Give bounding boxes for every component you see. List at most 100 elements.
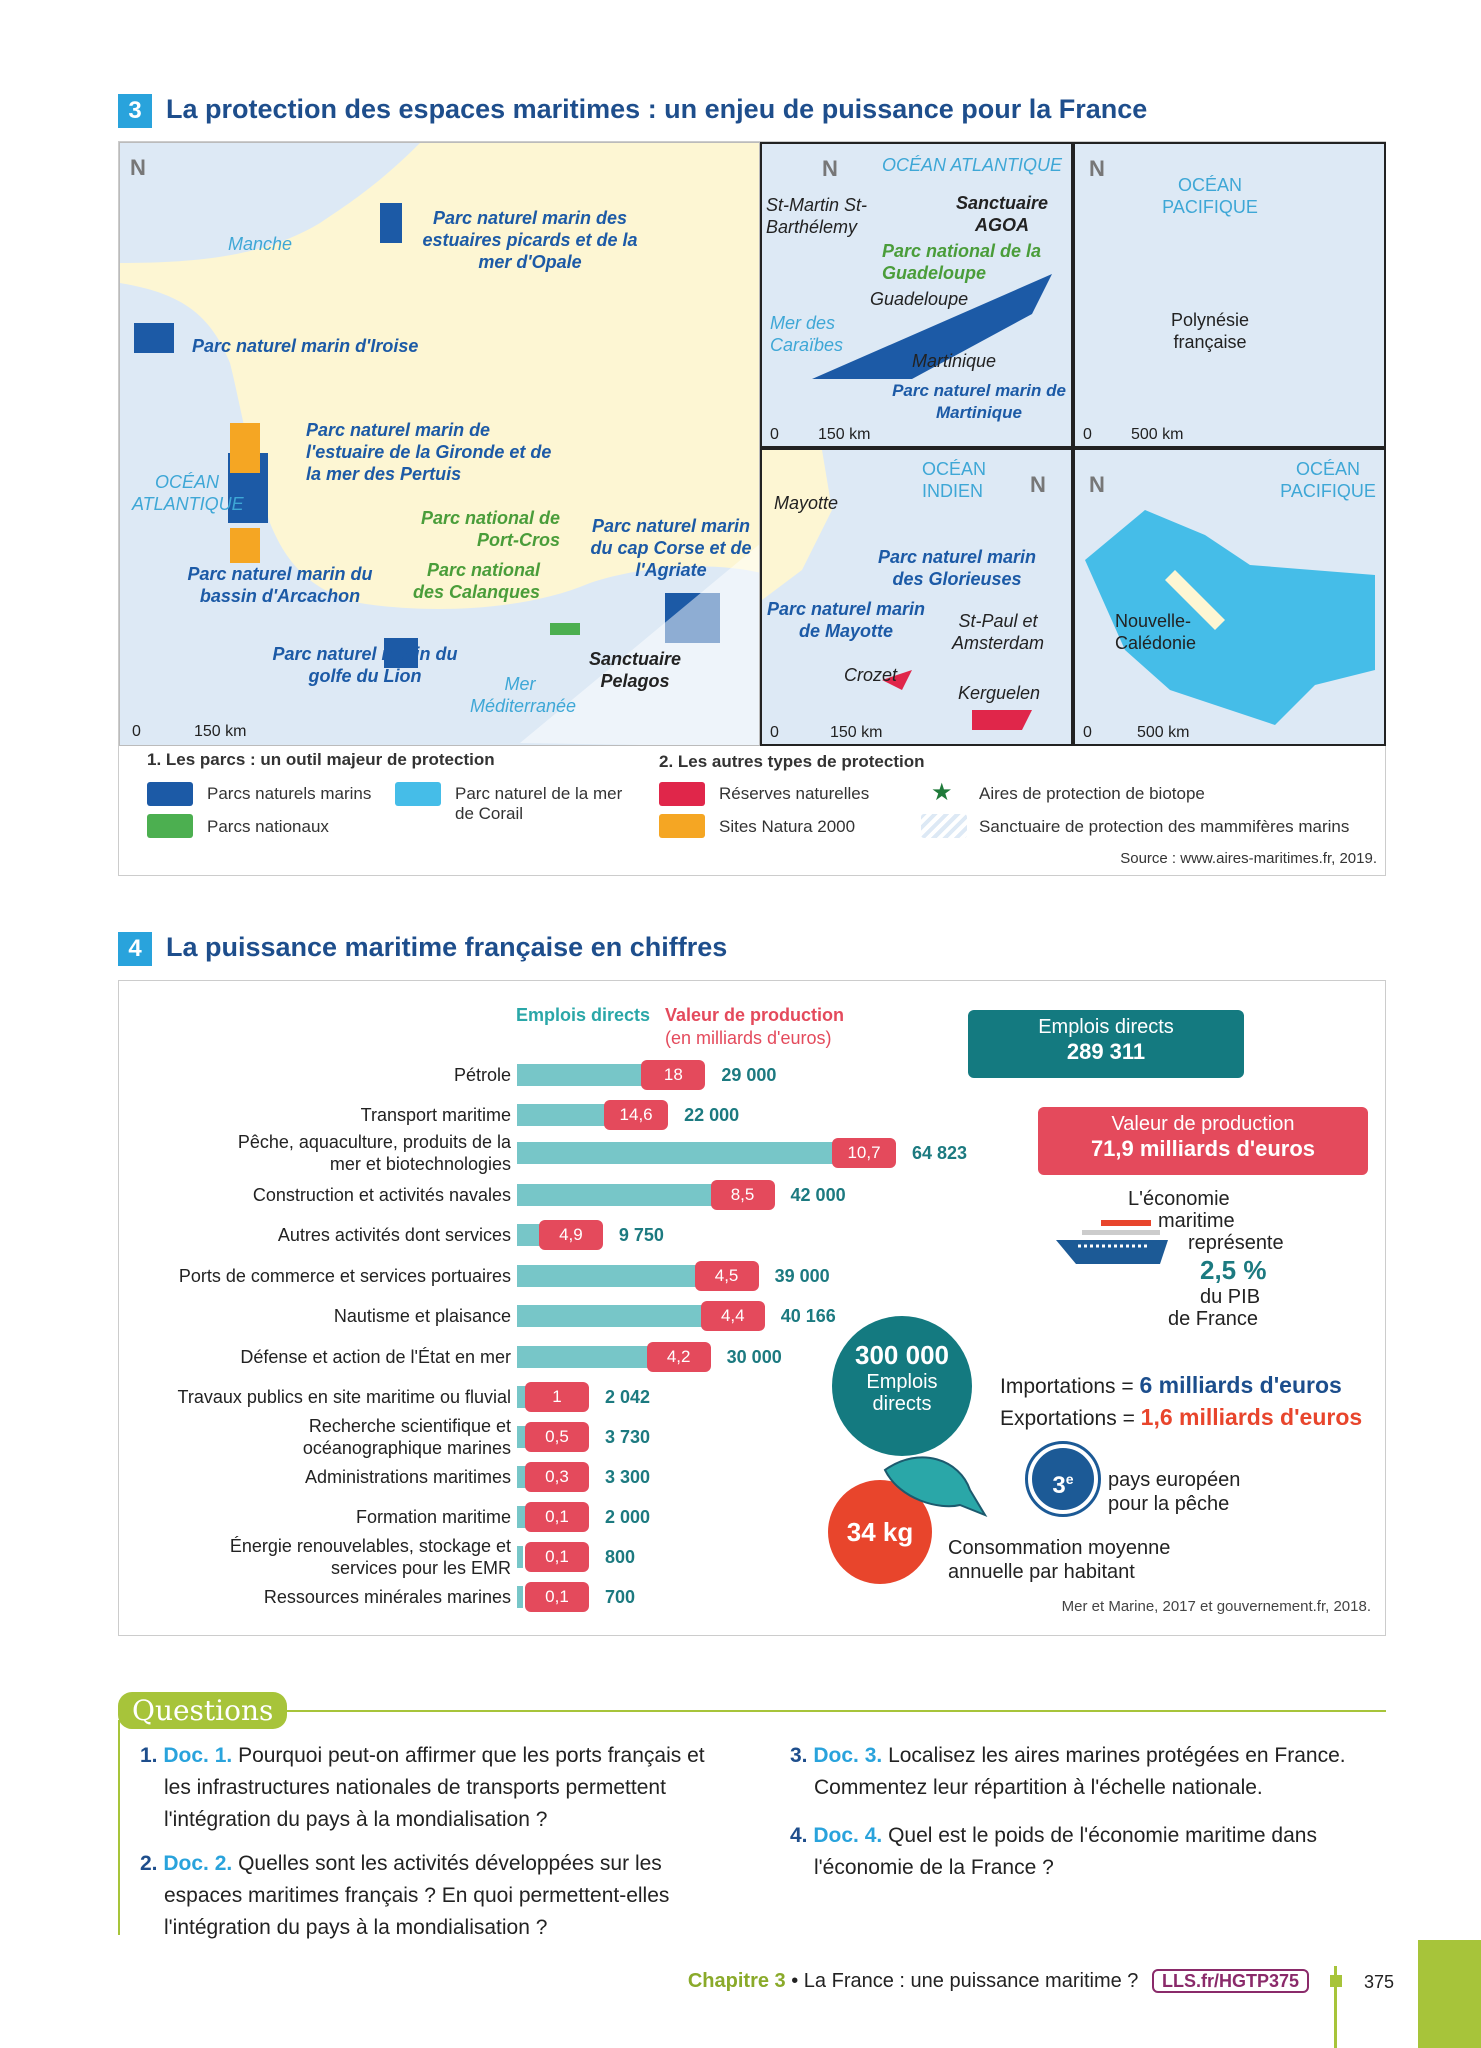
emplois-label: 40 166 — [780, 1306, 836, 1326]
label-pnm-mayotte: Parc naturel marin de Mayotte — [766, 599, 926, 641]
question-3: 3. Doc. 3. Localisez les aires marines p… — [790, 1740, 1386, 1804]
emplois-circle: 300 000 Emplois directs — [832, 1316, 972, 1456]
legend-item: Sites Natura 2000 — [719, 817, 856, 836]
label-pn-guadeloupe: Parc national de la Guadeloupe — [882, 241, 1042, 283]
q-doc: Doc. 4. — [813, 1824, 883, 1847]
footer-chapter: Chapitre 3 — [687, 1970, 786, 1992]
imports-label: Importations = — [1000, 1375, 1140, 1398]
legend-swatch-sanctuaire — [921, 814, 967, 838]
pib-line: L'économie — [1128, 1188, 1230, 1210]
label-pelagos: Sanctuaire Pelagos — [588, 649, 682, 691]
north-arrow-icon: N — [1030, 472, 1046, 497]
total-emplois-box: Emplois directs 289 311 — [968, 1010, 1244, 1078]
map-metropole: Parc naturel marin des estuaires picards… — [119, 142, 760, 746]
divider — [118, 1720, 120, 1935]
footer-title: La France : une puissance maritime ? — [803, 1970, 1139, 1992]
page-tab — [1418, 1940, 1481, 2048]
q-doc: Doc. 2. — [163, 1852, 233, 1875]
map-polynesie: OCÉAN PACIFIQUE Polynésie française N 0 … — [1073, 142, 1386, 448]
label-gironde: Parc naturel marin de l'estuaire de la G… — [306, 420, 552, 484]
infographic — [118, 980, 1386, 1636]
metropole-shapes — [120, 143, 759, 745]
circle-label: Emplois — [866, 1371, 938, 1393]
imports-value: 6 milliards d'euros — [1139, 1372, 1342, 1398]
divider — [286, 1710, 1386, 1712]
north-arrow-icon: N — [822, 156, 838, 181]
label-estuaires: Parc naturel marin des estuaires picards… — [422, 208, 638, 272]
production-label: 0,5 — [525, 1422, 589, 1452]
bar-label: Formation maritime — [355, 1507, 511, 1527]
source: Mer et Marine, 2017 et gouvernement.fr, … — [1061, 1598, 1371, 1615]
legend-item: Réserves naturelles — [719, 784, 870, 803]
label-manche: Manche — [228, 234, 293, 254]
bar-label: Construction et activités navales — [252, 1185, 511, 1205]
pib-line: maritime — [1158, 1210, 1235, 1232]
scale-start: 0 — [132, 723, 141, 740]
label-ocean: OCÉAN PACIFIQUE — [1162, 175, 1258, 217]
emplois-bar — [517, 1184, 741, 1206]
conso-line: Consommation moyenne — [948, 1537, 1171, 1559]
bar-label: Énergie renouvelables, stockage et servi… — [229, 1536, 511, 1578]
label-stpaul: St-Paul et Amsterdam — [951, 611, 1045, 653]
label-ocean: OCÉAN INDIEN — [922, 459, 987, 501]
q-text: Localisez les aires marines protégées en… — [814, 1744, 1346, 1799]
production-label: 4,2 — [646, 1342, 711, 1372]
footer-link[interactable]: LLS.fr/HGTP375 — [1151, 1969, 1309, 1993]
q-doc: Doc. 1. — [163, 1744, 233, 1767]
scale-start: 0 — [770, 426, 779, 443]
label-portcros: Parc national de Port-Cros — [420, 508, 560, 550]
bar-label: Recherche scientifique et océanographiqu… — [302, 1416, 511, 1458]
total-emplois-value: 289 311 — [1066, 1039, 1146, 1064]
legend-item: Parcs nationaux — [207, 817, 329, 836]
scale-start: 0 — [770, 724, 779, 741]
legend-production-unit: (en milliards d'euros) — [665, 1028, 832, 1048]
circle-label: directs — [872, 1393, 932, 1415]
exports-label: Exportations = — [1000, 1407, 1141, 1430]
page-number: 375 — [1364, 1972, 1395, 1992]
label-crozet: Crozet — [844, 665, 898, 685]
production-label: 14,6 — [604, 1100, 669, 1130]
legend-production: Valeur de production — [665, 1005, 845, 1025]
label-corse: Parc naturel marin du cap Corse et de l'… — [590, 516, 752, 580]
pib-line: représente — [1188, 1232, 1284, 1254]
emplois-label: 3 730 — [605, 1427, 651, 1447]
emplois-bar — [517, 1142, 862, 1164]
bar-label: Ports de commerce et services portuaires — [178, 1266, 511, 1286]
rank-badge: 3e — [1025, 1441, 1101, 1517]
question-4: 4. Doc. 4. Quel est le poids de l'économ… — [790, 1820, 1386, 1884]
rank-sup: e — [1065, 1471, 1074, 1487]
scale-end: 500 km — [1131, 426, 1184, 443]
emplois-label: 30 000 — [726, 1347, 782, 1367]
emplois-label: 3 300 — [605, 1467, 651, 1487]
q-num: 2. — [140, 1852, 158, 1875]
footer: Chapitre 3 • La France : une puissance m… — [687, 1969, 1309, 1993]
emplois-bar — [517, 1064, 672, 1086]
emplois-bar — [517, 1386, 528, 1408]
legend-swatch-pnm — [147, 782, 193, 806]
legend-heading-parcs: 1. Les parcs : un outil majeur de protec… — [147, 750, 495, 769]
total-production-box: Valeur de production 71,9 milliards d'eu… — [1038, 1107, 1368, 1175]
production-label: 4,5 — [694, 1261, 759, 1291]
bar-label: Pêche, aquaculture, produits de la mer e… — [237, 1132, 511, 1174]
legend-item: Sanctuaire de protection des mammifères … — [979, 817, 1350, 836]
doc-title: La puissance maritime française en chiff… — [166, 932, 728, 962]
exports-value: 1,6 milliards d'euros — [1140, 1404, 1363, 1430]
rank-line: pays européen — [1108, 1469, 1241, 1491]
label-ocean-atlantique: OCÉAN ATLANTIQUE — [132, 472, 244, 514]
label-mayotte: Mayotte — [774, 493, 839, 513]
production-label: 0,3 — [525, 1462, 589, 1492]
label-agoa: Sanctuaire AGOA — [955, 193, 1049, 235]
label-glorieuses: Parc naturel marin des Glorieuses — [877, 547, 1037, 589]
emplois-label: 2 000 — [605, 1507, 651, 1527]
bar-label: Autres activités dont services — [277, 1225, 511, 1245]
label-lion: Parc naturel marin du golfe du Lion — [272, 644, 458, 686]
production-label: 1 — [525, 1382, 589, 1412]
questions-heading: Questions — [118, 1692, 288, 1729]
emplois-bar — [517, 1305, 731, 1327]
pib-text: L'économie maritime représente 2,5 % du … — [1128, 1188, 1284, 1330]
bar-label: Défense et action de l'État en mer — [240, 1347, 511, 1367]
label-ocean: OCÉAN ATLANTIQUE — [882, 155, 1063, 175]
question-2: 2. Doc. 2. Quelles sont les activités dé… — [140, 1848, 730, 1944]
